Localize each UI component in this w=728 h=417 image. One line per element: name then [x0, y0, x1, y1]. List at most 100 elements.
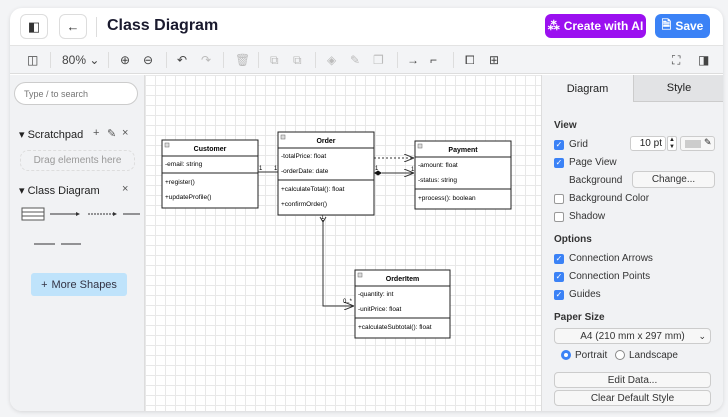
- multiplicity-label: 1: [375, 166, 379, 172]
- plus-icon[interactable]: +: [93, 127, 100, 139]
- class-attribute: -totalPrice: float: [281, 153, 326, 160]
- grid-size-stepper[interactable]: ▲▼: [667, 136, 677, 151]
- to-front-icon[interactable]: ⧉: [270, 53, 279, 67]
- collapse-icon[interactable]: [417, 143, 423, 149]
- table-icon[interactable]: ⊞: [489, 53, 500, 67]
- more-shapes-label: More Shapes: [51, 278, 117, 291]
- class-shape[interactable]: [21, 207, 45, 221]
- class-attribute: -quantity: int: [358, 291, 394, 298]
- header: ◧ ← Class Diagram ⁂Create with AI 🗎Save: [10, 8, 723, 46]
- class-method: +calculateSubtotal(): float: [358, 324, 432, 331]
- class-payment[interactable]: Payment-amount: float-status: string+pro…: [414, 140, 512, 210]
- grid-color-button[interactable]: ✎: [680, 136, 715, 151]
- paper-size-heading: Paper Size: [554, 312, 605, 323]
- line-color-icon[interactable]: ✎: [350, 53, 361, 67]
- grid-checkbox[interactable]: ✓: [554, 140, 564, 150]
- diagram-canvas[interactable]: 1 1 1 1 1 0..* Customer-email: string+re…: [145, 75, 541, 411]
- create-with-ai-button[interactable]: ⁂Create with AI: [545, 14, 646, 38]
- save-button[interactable]: 🗎Save: [655, 14, 710, 38]
- portrait-label: Portrait: [575, 350, 608, 361]
- save-icon: 🗎: [661, 17, 672, 32]
- background-label: Background: [569, 175, 623, 186]
- shadow-icon[interactable]: ❐: [373, 53, 384, 67]
- background-color-label: Background Color: [569, 193, 650, 204]
- class-customer[interactable]: Customer-email: string+register()+update…: [161, 139, 259, 209]
- fullscreen-icon[interactable]: ⛶: [672, 53, 681, 67]
- tab-style[interactable]: Style: [633, 75, 723, 102]
- search-input[interactable]: [14, 82, 138, 105]
- association-shape[interactable]: [50, 212, 80, 216]
- zoom-select[interactable]: 80% ⌄: [62, 53, 100, 67]
- scratchpad-header[interactable]: ▾ Scratchpad: [19, 129, 84, 141]
- chevron-down-icon: ⌄: [698, 330, 706, 341]
- guides-checkbox[interactable]: ✓: [554, 290, 564, 300]
- divider: [96, 17, 97, 37]
- scratchpad-label: Scratchpad: [27, 129, 84, 141]
- page-view-label: Page View: [569, 157, 617, 168]
- multiplicity-label: 1: [321, 215, 325, 221]
- background-color-checkbox[interactable]: [554, 194, 564, 204]
- connector-order-orderitem[interactable]: 1 0..*: [319, 215, 354, 306]
- close-icon[interactable]: ×: [122, 183, 129, 195]
- shapes-icon[interactable]: ⧠: [465, 53, 475, 67]
- page-view-checkbox[interactable]: ✓: [554, 158, 564, 168]
- fill-color-icon[interactable]: ◈: [327, 53, 337, 67]
- class-method: +updateProfile(): [165, 194, 211, 201]
- tab-diagram[interactable]: Diagram: [542, 75, 633, 102]
- collapse-icon[interactable]: [164, 142, 170, 148]
- clear-default-style-button[interactable]: Clear Default Style: [554, 390, 711, 406]
- toolbar: ◫ 80% ⌄ ⊕ ⊖ ↶ ↷ 🗑 ⧉ ⧉ ◈ ✎ ❐ → ⌐ ⧠ ⊞ ⛶ ◨: [10, 46, 723, 74]
- delete-icon[interactable]: 🗑: [235, 53, 251, 67]
- zoom-value: 80%: [62, 53, 87, 67]
- zoom-out-icon[interactable]: ⊖: [143, 53, 154, 67]
- toggle-sidebar-button[interactable]: ◧: [20, 14, 48, 39]
- connection-points-checkbox[interactable]: ✓: [554, 272, 564, 282]
- change-background-button[interactable]: Change...: [632, 171, 715, 188]
- plus-icon: +: [41, 278, 48, 291]
- format-panel-icon[interactable]: ◫: [27, 53, 39, 67]
- format-panel: Diagram Style View ✓Grid 10 pt ▲▼ ✎ ✓Pag…: [541, 75, 723, 411]
- connection-arrows-checkbox[interactable]: ✓: [554, 254, 564, 264]
- connection-arrow-icon[interactable]: →: [407, 53, 419, 67]
- collapse-icon[interactable]: [280, 134, 286, 140]
- landscape-radio[interactable]: [615, 350, 625, 360]
- dependency-shape[interactable]: [88, 212, 117, 216]
- zoom-in-icon[interactable]: ⊕: [120, 53, 131, 67]
- portrait-radio[interactable]: [561, 350, 571, 360]
- connection-points-label: Connection Points: [569, 271, 651, 282]
- edit-data-button[interactable]: Edit Data...: [554, 372, 711, 388]
- class-diagram-header[interactable]: ▾ Class Diagram: [19, 185, 100, 197]
- waypoints-icon[interactable]: ⌐: [430, 53, 438, 67]
- class-order[interactable]: Order-totalPrice: float-orderDate: date+…: [277, 131, 375, 216]
- close-icon[interactable]: ×: [122, 127, 129, 139]
- class-method: +process(): boolean: [418, 195, 476, 202]
- class-diagram-label: Class Diagram: [27, 185, 100, 197]
- to-back-icon[interactable]: ⧉: [293, 53, 302, 67]
- undo-icon[interactable]: ↶: [177, 53, 188, 67]
- class-name: Order: [316, 138, 335, 145]
- shapes-sidebar: ▾ Scratchpad + ✎ × Drag elements here ▾ …: [10, 75, 145, 411]
- shape-palette: [21, 207, 140, 245]
- collapse-icon[interactable]: [357, 272, 363, 278]
- connector-customer-order[interactable]: 1 1: [258, 166, 278, 173]
- landscape-label: Landscape: [629, 350, 678, 361]
- class-attribute: -email: string: [165, 161, 203, 168]
- sidebar-icon: ◧: [27, 18, 41, 34]
- pencil-icon[interactable]: ✎: [107, 128, 117, 140]
- multiplicity-label: 1: [274, 166, 278, 172]
- grid-size-input[interactable]: 10 pt: [630, 136, 666, 151]
- connector-order-payment-composition[interactable]: 1 1: [374, 166, 415, 176]
- grid-label: Grid: [569, 139, 588, 150]
- multiplicity-label: 1: [411, 167, 415, 173]
- back-button[interactable]: ←: [59, 14, 87, 39]
- scratchpad-dropzone[interactable]: Drag elements here: [20, 150, 135, 171]
- multiplicity-label: 1: [259, 166, 263, 172]
- redo-icon[interactable]: ↷: [201, 53, 212, 67]
- toggle-format-panel-icon[interactable]: ◨: [698, 53, 710, 67]
- app-window: ◧ ← Class Diagram ⁂Create with AI 🗎Save …: [10, 8, 723, 411]
- more-shapes-button[interactable]: +More Shapes: [31, 273, 127, 296]
- class-name: Customer: [194, 146, 227, 153]
- class-orderitem[interactable]: OrderItem-quantity: int-unitPrice: float…: [354, 269, 451, 339]
- shadow-checkbox[interactable]: [554, 212, 564, 222]
- paper-size-select[interactable]: A4 (210 mm x 297 mm)⌄: [554, 328, 711, 344]
